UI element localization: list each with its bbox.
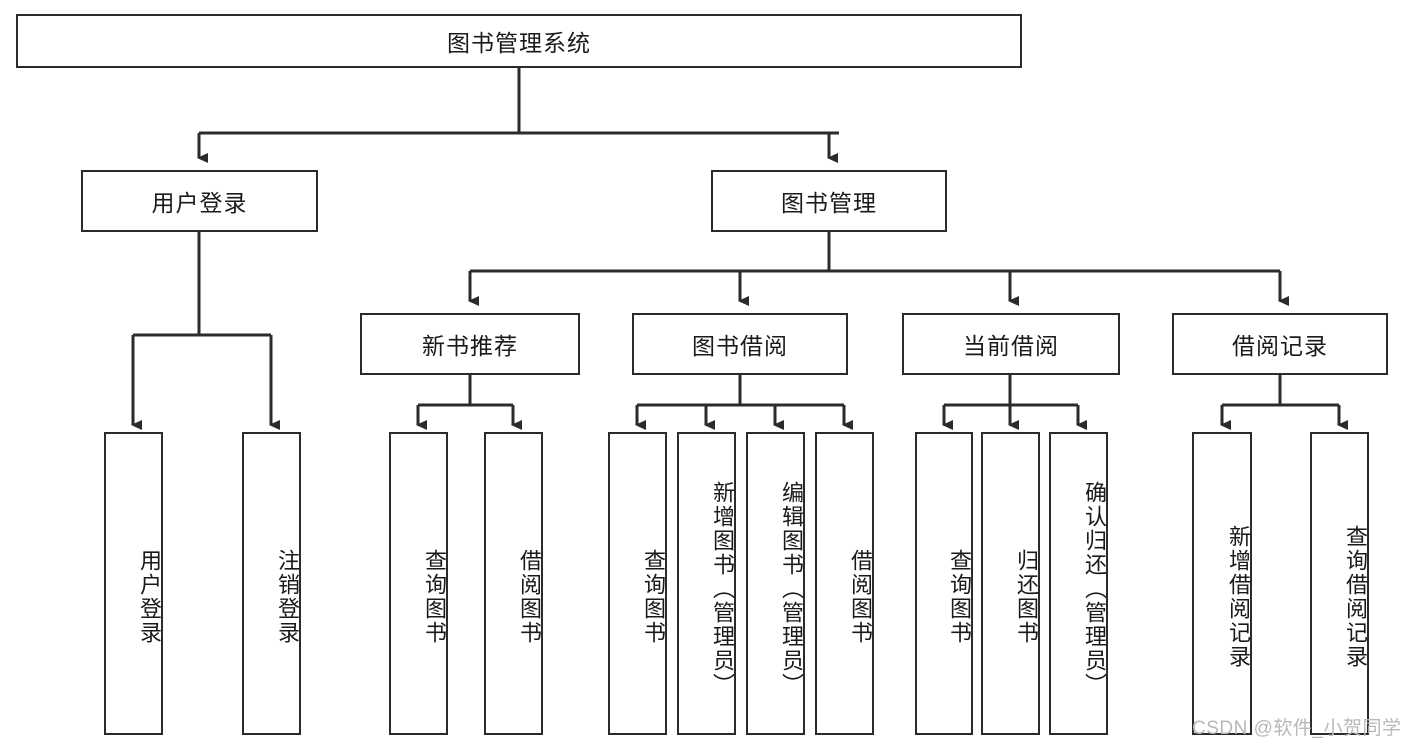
node-leaf-query-book-1[interactable]: 查询图书 (389, 432, 448, 735)
node-leaf-edit-book-label: 编辑图书（管理员） (779, 480, 804, 697)
node-borrow-record[interactable]: 借阅记录 (1172, 313, 1388, 375)
node-leaf-confirm-return-label: 确认归还（管理员） (1082, 480, 1107, 697)
node-leaf-query-book-3-label: 查询图书 (947, 548, 972, 645)
node-leaf-return-book[interactable]: 归还图书 (981, 432, 1040, 735)
node-leaf-borrow-book-1-label: 借阅图书 (517, 548, 542, 645)
node-leaf-user-login-label: 用户登录 (137, 548, 162, 645)
node-root-label: 图书管理系统 (447, 30, 591, 56)
node-user-login[interactable]: 用户登录 (81, 170, 318, 232)
node-leaf-query-book-2[interactable]: 查询图书 (608, 432, 667, 735)
node-leaf-logout[interactable]: 注销登录 (242, 432, 301, 735)
node-book-management-label: 图书管理 (781, 190, 877, 216)
node-book-borrow[interactable]: 图书借阅 (632, 313, 848, 375)
node-book-borrow-label: 图书借阅 (692, 333, 788, 359)
node-leaf-query-book-1-label: 查询图书 (422, 548, 447, 645)
node-leaf-borrow-book-2[interactable]: 借阅图书 (815, 432, 874, 735)
node-leaf-user-login[interactable]: 用户登录 (104, 432, 163, 735)
node-leaf-borrow-book-1[interactable]: 借阅图书 (484, 432, 543, 735)
node-new-book-recommend[interactable]: 新书推荐 (360, 313, 580, 375)
node-leaf-edit-book[interactable]: 编辑图书（管理员） (746, 432, 805, 735)
node-borrow-record-label: 借阅记录 (1232, 333, 1328, 359)
node-current-borrow[interactable]: 当前借阅 (902, 313, 1120, 375)
node-leaf-add-book[interactable]: 新增图书（管理员） (677, 432, 736, 735)
node-leaf-confirm-return[interactable]: 确认归还（管理员） (1049, 432, 1108, 735)
node-current-borrow-label: 当前借阅 (963, 333, 1059, 359)
node-new-book-recommend-label: 新书推荐 (422, 333, 518, 359)
node-leaf-query-book-2-label: 查询图书 (641, 548, 666, 645)
watermark: CSDN @软件_小贺同学 (1192, 718, 1402, 739)
node-leaf-add-record[interactable]: 新增借阅记录 (1192, 432, 1252, 735)
node-leaf-query-record[interactable]: 查询借阅记录 (1310, 432, 1369, 735)
node-leaf-return-book-label: 归还图书 (1014, 548, 1039, 645)
node-leaf-query-book-3[interactable]: 查询图书 (915, 432, 973, 735)
node-leaf-borrow-book-2-label: 借阅图书 (848, 548, 873, 645)
node-root[interactable]: 图书管理系统 (16, 14, 1022, 68)
node-leaf-add-record-label: 新增借阅记录 (1226, 524, 1251, 669)
node-leaf-add-book-label: 新增图书（管理员） (710, 480, 735, 697)
node-leaf-query-record-label: 查询借阅记录 (1343, 524, 1368, 669)
node-user-login-label: 用户登录 (151, 190, 248, 216)
node-book-management[interactable]: 图书管理 (711, 170, 947, 232)
node-leaf-logout-label: 注销登录 (275, 548, 300, 645)
